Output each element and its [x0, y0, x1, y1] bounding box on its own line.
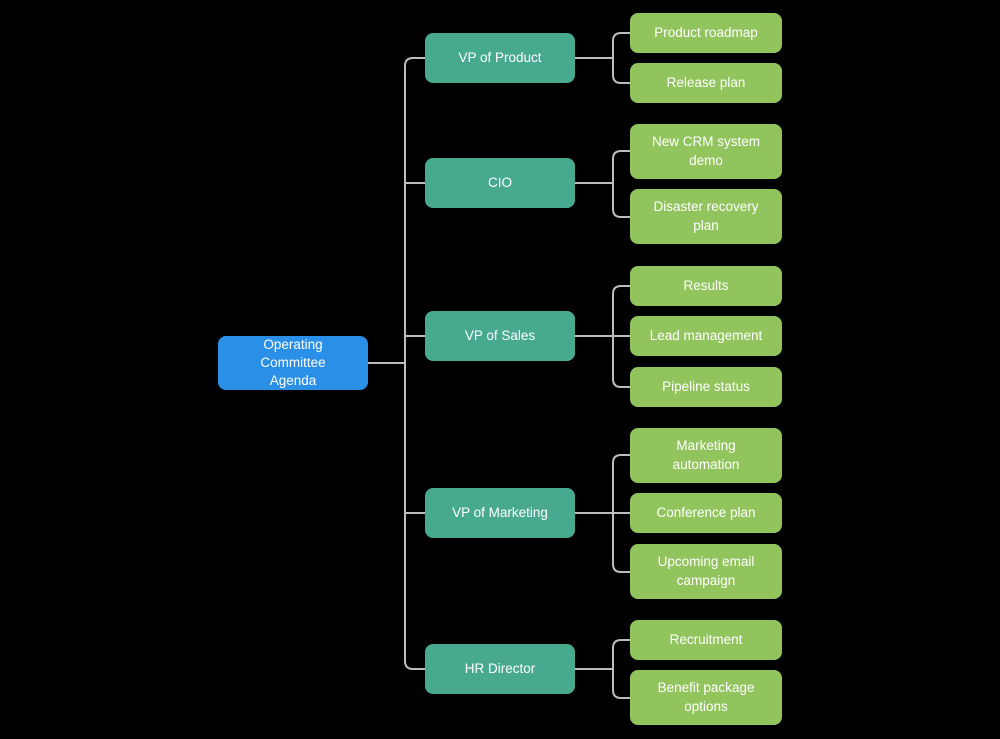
node-leaf-conference-plan[interactable]: Conference plan [630, 493, 782, 533]
node-leaf-new-crm-system-demo[interactable]: New CRM system demo [630, 124, 782, 179]
node-leaf-results[interactable]: Results [630, 266, 782, 306]
node-branch-vp-of-product[interactable]: VP of Product [425, 33, 575, 83]
node-leaf-disaster-recovery-plan[interactable]: Disaster recovery plan [630, 189, 782, 244]
node-leaf-release-plan[interactable]: Release plan [630, 63, 782, 103]
connector-cio-children [612, 150, 630, 218]
connector-product-children [612, 32, 630, 84]
node-leaf-marketing-automation[interactable]: Marketing automation [630, 428, 782, 483]
node-leaf-product-roadmap[interactable]: Product roadmap [630, 13, 782, 53]
connector-hr-children [612, 639, 630, 699]
node-leaf-upcoming-email-campaign[interactable]: Upcoming email campaign [630, 544, 782, 599]
node-root[interactable]: Operating Committee Agenda [218, 336, 368, 390]
node-branch-hr-director[interactable]: HR Director [425, 644, 575, 694]
node-branch-cio[interactable]: CIO [425, 158, 575, 208]
node-branch-vp-of-sales[interactable]: VP of Sales [425, 311, 575, 361]
node-leaf-lead-management[interactable]: Lead management [630, 316, 782, 356]
node-leaf-pipeline-status[interactable]: Pipeline status [630, 367, 782, 407]
node-leaf-benefit-package-options[interactable]: Benefit package options [630, 670, 782, 725]
connector-sales-children [612, 285, 630, 388]
node-leaf-recruitment[interactable]: Recruitment [630, 620, 782, 660]
node-branch-vp-of-marketing[interactable]: VP of Marketing [425, 488, 575, 538]
connector-marketing-children [612, 454, 630, 573]
connector-main-trunk [404, 57, 425, 670]
